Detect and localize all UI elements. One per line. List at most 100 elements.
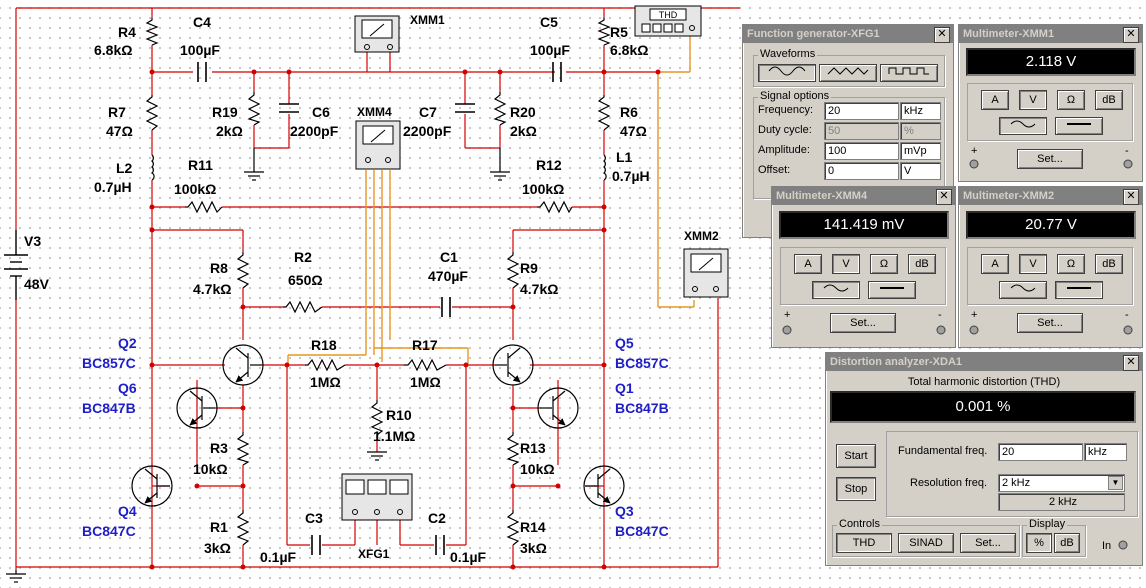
mm4-titlebar[interactable]: Multimeter-XMM4 ✕ — [772, 187, 955, 205]
battery-v3-symbol — [4, 230, 28, 300]
mm1-titlebar[interactable]: Multimeter-XMM1 ✕ — [959, 25, 1142, 43]
multimeter-xmm1-window[interactable]: Multimeter-XMM1 ✕ 2.118 V A V Ω dB + - S… — [958, 24, 1143, 182]
fg-offset-unit[interactable]: V — [900, 162, 941, 180]
mm4-ac-button[interactable] — [812, 281, 860, 299]
xda-input-terminal-icon[interactable] — [1118, 540, 1128, 550]
mm1-ac-button[interactable] — [999, 117, 1047, 135]
xda-percent-button[interactable]: % — [1026, 533, 1052, 553]
multimeter-xmm4-window[interactable]: Multimeter-XMM4 ✕ 141.419 mV A V Ω dB + … — [771, 186, 956, 348]
xda-fund-unit[interactable]: kHz — [1084, 443, 1127, 461]
mm2-dc-button[interactable] — [1055, 281, 1103, 299]
fg-titlebar[interactable]: Function generator-XFG1 ✕ — [743, 25, 953, 43]
thd-instrument[interactable] — [634, 5, 702, 37]
capacitor-symbols — [197, 62, 562, 555]
mm2-ohm-button[interactable]: Ω — [1057, 254, 1085, 274]
mm1-ohm-button[interactable]: Ω — [1057, 90, 1085, 110]
mm4-plus-terminal-icon[interactable] — [782, 325, 792, 335]
r5-value: 6.8kΩ — [610, 42, 648, 58]
mm4-set-button[interactable]: Set... — [830, 313, 896, 333]
mm4-db-button[interactable]: dB — [908, 254, 936, 274]
fg-duty-unit: % — [900, 122, 941, 140]
r12-symbol — [537, 200, 573, 214]
xda-display-group: Display — [1022, 518, 1086, 557]
xda-start-button[interactable]: Start — [836, 444, 876, 468]
r6-name: R6 — [620, 104, 638, 120]
fg-frequency-input[interactable]: 20 — [824, 102, 899, 120]
mm4-ohm-button[interactable]: Ω — [870, 254, 898, 274]
r4-name: R4 — [118, 24, 136, 40]
mm1-volt-button[interactable]: V — [1019, 90, 1047, 110]
xmm4-instrument[interactable] — [355, 120, 401, 170]
mm1-dc-button[interactable] — [1055, 117, 1103, 135]
xmm1-instrument[interactable] — [354, 15, 400, 53]
mm2-plus-terminal-icon[interactable] — [969, 325, 979, 335]
xda-db-button[interactable]: dB — [1054, 533, 1080, 553]
r13-name: R13 — [520, 440, 546, 456]
mm2-volt-button[interactable]: V — [1019, 254, 1047, 274]
mm4-volt-button[interactable]: V — [832, 254, 860, 274]
xda-thd-reading: 0.001 % — [830, 391, 1136, 423]
mm2-amp-button[interactable]: A — [981, 254, 1009, 274]
xda-close-button[interactable]: ✕ — [1123, 355, 1139, 371]
xda-res-select[interactable]: 2 kHz ▼ — [998, 474, 1125, 492]
xda-controls-group: Controls — [832, 518, 1020, 557]
ac-wave-icon — [1010, 284, 1036, 292]
multimeter-xmm2-window[interactable]: Multimeter-XMM2 ✕ 20.77 V A V Ω dB + - S… — [958, 186, 1143, 348]
l2-name: L2 — [116, 160, 133, 176]
xda-sinad-button[interactable]: SINAD — [898, 533, 954, 553]
mm2-db-button[interactable]: dB — [1095, 254, 1123, 274]
fg-offset-input[interactable]: 0 — [824, 162, 899, 180]
xda-fund-input[interactable]: 20 — [998, 443, 1083, 461]
fg-close-button[interactable]: ✕ — [934, 27, 950, 43]
r9-name: R9 — [520, 260, 538, 276]
xfg1-instrument[interactable] — [341, 473, 413, 521]
distortion-analyzer-window[interactable]: Distortion analyzer-XDA1 ✕ Total harmoni… — [825, 352, 1143, 566]
mm2-ac-button[interactable] — [999, 281, 1047, 299]
mm2-set-button[interactable]: Set... — [1017, 313, 1083, 333]
xda-stop-button[interactable]: Stop — [836, 477, 876, 501]
r3-symbol — [236, 432, 250, 466]
fg-triangle-button[interactable] — [819, 64, 877, 82]
mm1-amp-button[interactable]: A — [981, 90, 1009, 110]
fg-sine-button[interactable] — [758, 64, 816, 82]
xda-thd-button[interactable]: THD — [836, 533, 892, 553]
r20-name: R20 — [510, 104, 536, 120]
r11-value: 100kΩ — [174, 181, 216, 197]
fg-square-button[interactable] — [880, 64, 938, 82]
mm4-amp-button[interactable]: A — [794, 254, 822, 274]
r6-value: 47Ω — [620, 123, 647, 139]
mm4-minus-terminal-icon[interactable] — [936, 325, 946, 335]
mm1-minus-terminal-icon[interactable] — [1123, 159, 1133, 169]
q3-name: Q3 — [615, 503, 634, 519]
mm4-close-button[interactable]: ✕ — [936, 189, 952, 205]
r8-value: 4.7kΩ — [193, 281, 231, 297]
r1-name: R1 — [210, 519, 228, 535]
q5-name: Q5 — [615, 335, 634, 351]
mm1-db-button[interactable]: dB — [1095, 90, 1123, 110]
mm2-close-button[interactable]: ✕ — [1123, 189, 1139, 205]
sine-wave-icon — [768, 66, 806, 76]
r1-symbol — [236, 510, 250, 546]
mm1-close-button[interactable]: ✕ — [1123, 27, 1139, 43]
fg-amplitude-unit[interactable]: mVp — [900, 142, 941, 160]
q4-value: BC847C — [82, 523, 136, 539]
mm4-minus-label: - — [938, 309, 942, 321]
xmm4-label: XMM4 — [357, 105, 392, 119]
mm2-minus-terminal-icon[interactable] — [1123, 325, 1133, 335]
r18-value: 1MΩ — [310, 374, 341, 390]
xmm2-instrument[interactable] — [683, 248, 729, 298]
fg-frequency-unit[interactable]: kHz — [900, 102, 941, 120]
probe-wires — [287, 35, 695, 365]
xda-titlebar[interactable]: Distortion analyzer-XDA1 ✕ — [826, 353, 1142, 371]
xda-set-button[interactable]: Set... — [960, 533, 1016, 553]
c4-name: C4 — [193, 14, 211, 30]
mm1-plus-terminal-icon[interactable] — [969, 159, 979, 169]
r17-symbol — [404, 358, 447, 372]
mm4-dc-button[interactable] — [868, 281, 916, 299]
transistor-symbols — [131, 344, 625, 507]
mm2-titlebar[interactable]: Multimeter-XMM2 ✕ — [959, 187, 1142, 205]
mm1-set-button[interactable]: Set... — [1017, 149, 1083, 169]
fg-duty-label: Duty cycle: — [758, 124, 812, 136]
fg-amplitude-input[interactable]: 100 — [824, 142, 899, 160]
